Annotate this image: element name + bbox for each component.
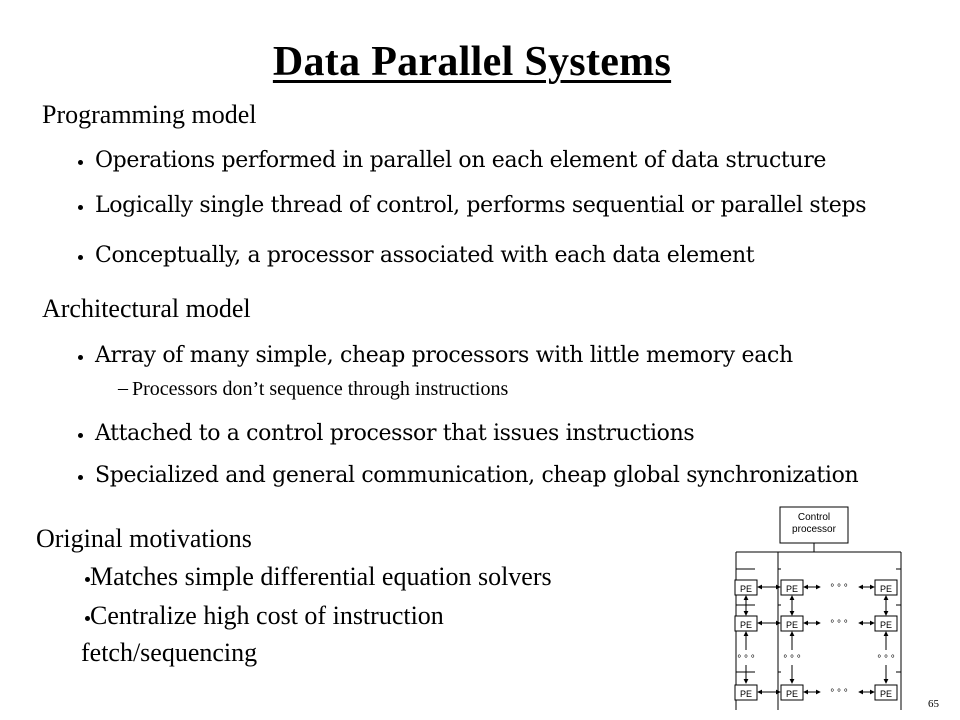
ellipsis: ° ° ° — [783, 654, 801, 665]
pe-label: PE — [880, 620, 892, 630]
bullet-dot — [78, 160, 83, 165]
original-motivations-heading: Original motivations — [36, 524, 252, 553]
bullet-text: Matches simple differential equation sol… — [90, 562, 552, 591]
control-processor-label-1: Control — [798, 512, 830, 523]
motivation-continuation: fetch/sequencing — [81, 638, 258, 667]
pe-label: PE — [740, 689, 752, 699]
bullet-dot — [85, 577, 90, 582]
pe-box — [780, 579, 804, 596]
slide-title: Data Parallel Systems — [272, 39, 672, 85]
bullet-text: Attached to a control processor that iss… — [95, 421, 695, 446]
pe-array-diagram: Control processor PE PE PE ° ° ° PE PE P… — [734, 506, 902, 710]
ellipsis: ° ° ° — [877, 654, 895, 665]
bullet-dot — [78, 255, 83, 260]
pe-row-3: PE PE PE ° ° ° — [734, 684, 898, 701]
bullet-text: Operations performed in parallel on each… — [95, 148, 827, 173]
pe-box — [874, 615, 898, 632]
bullet-dot — [85, 616, 90, 621]
control-processor-label-2: processor — [792, 524, 837, 535]
bullet-text: Conceptually, a processor associated wit… — [95, 243, 755, 268]
pe-label: PE — [786, 620, 798, 630]
pe-box — [734, 684, 758, 701]
pe-label: PE — [880, 584, 892, 594]
sub-bullet-text: Processors don’t sequence through instru… — [132, 378, 509, 400]
pe-box — [780, 684, 804, 701]
ellipsis: ° ° ° — [830, 688, 848, 699]
architectural-model-heading: Architectural model — [42, 294, 251, 323]
ellipsis: ° ° ° — [737, 654, 755, 665]
pe-box — [874, 684, 898, 701]
pe-box — [874, 579, 898, 596]
pe-row-2: PE PE PE ° ° ° — [734, 615, 898, 632]
pe-label: PE — [786, 584, 798, 594]
pe-row-1: PE PE PE ° ° ° — [734, 579, 898, 596]
pe-label: PE — [880, 689, 892, 699]
pe-box — [780, 615, 804, 632]
ellipsis: ° ° ° — [830, 619, 848, 630]
pe-box — [734, 615, 758, 632]
bullet-dot — [78, 475, 83, 480]
bullet-text: Centralize high cost of instruction — [90, 601, 444, 630]
bullet-dot — [78, 205, 83, 210]
ellipsis: ° ° ° — [830, 583, 848, 594]
pe-label: PE — [786, 689, 798, 699]
programming-model-heading: Programming model — [42, 100, 257, 129]
bullet-dot — [78, 433, 83, 438]
sub-bullet-dash: – — [118, 377, 128, 399]
bullet-dot — [78, 355, 83, 360]
page-number: 65 — [928, 698, 939, 710]
bullet-text: Array of many simple, cheap processors w… — [95, 343, 793, 368]
pe-label: PE — [740, 620, 752, 630]
bullet-text: Logically single thread of control, perf… — [95, 193, 867, 218]
pe-label: PE — [740, 584, 752, 594]
pe-box — [734, 579, 758, 596]
bullet-text: Specialized and general communication, c… — [95, 463, 859, 488]
